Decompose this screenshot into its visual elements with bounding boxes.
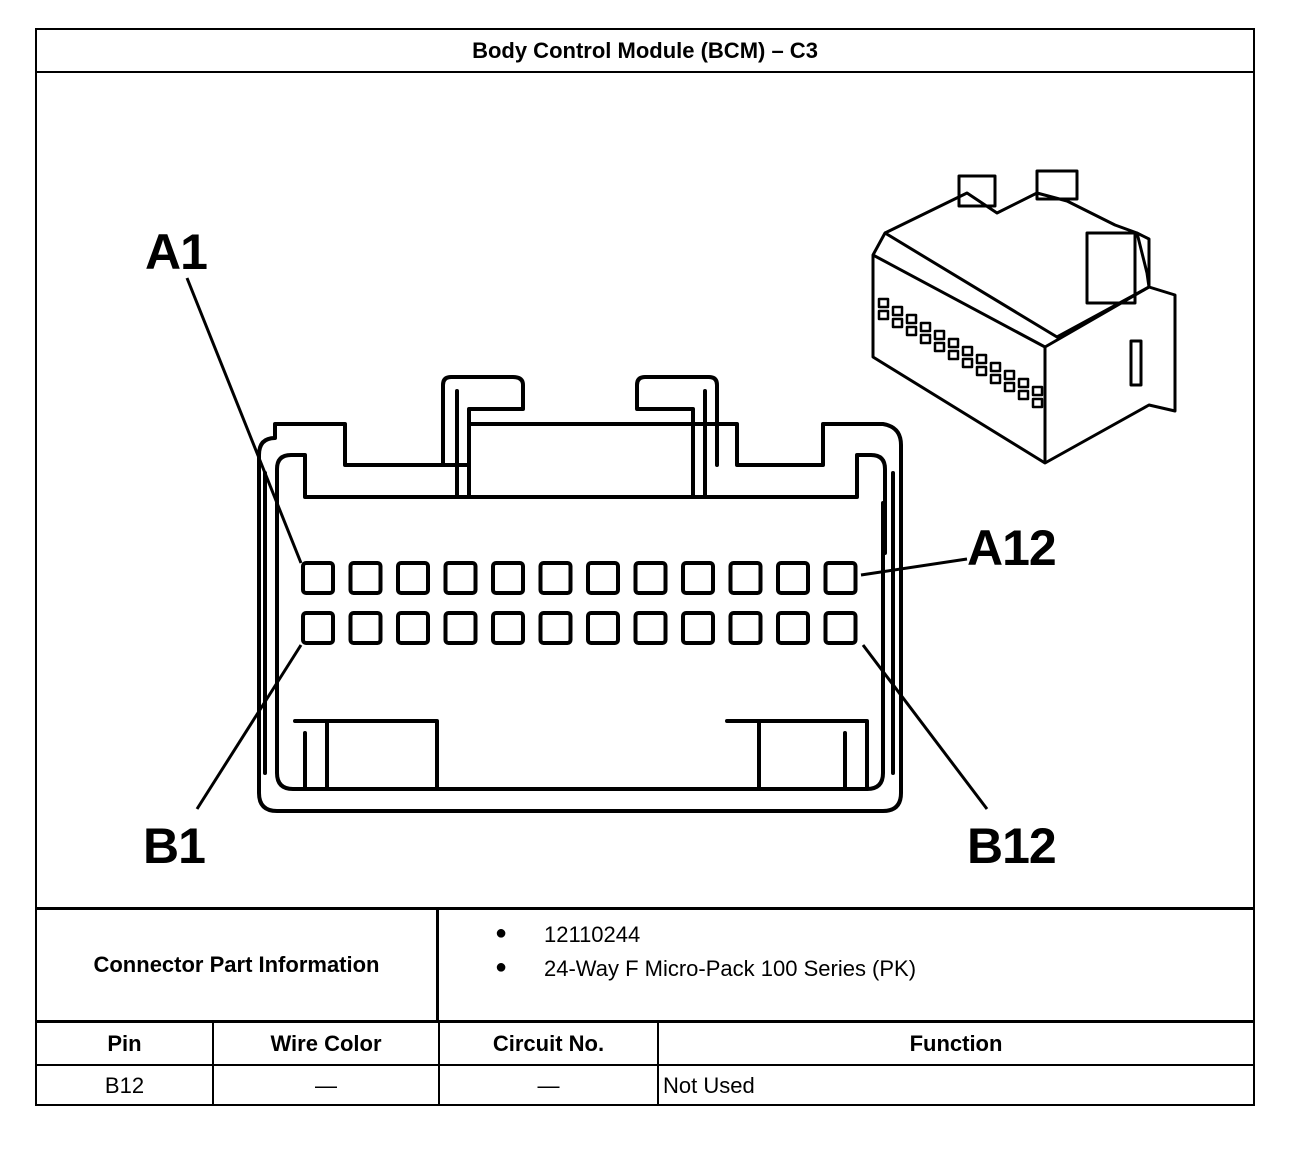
sketch-cavity [877,309,890,321]
sketch-cavity [961,345,974,357]
cavity-a3 [396,561,430,595]
table-header-row: Pin Wire Color Circuit No. Function [37,1023,1253,1066]
sketch-cavity [919,333,932,345]
lock-tab-right [635,375,719,499]
connector-diagram: A1 A12 B1 B12 [37,73,1253,907]
cavity-a9 [681,561,715,595]
cavity-b9 [681,611,715,645]
cavity-b7 [586,611,620,645]
connector-face-drawing [185,169,1177,813]
label-a1: A1 [145,224,208,280]
label-a12: A12 [967,520,1057,576]
header-circuit-no: Circuit No. [438,1023,659,1066]
connector-info-label: Connector Part Information [37,910,439,1020]
cavity-b3 [396,611,430,645]
sketch-cavity [975,353,988,365]
cell-pin: B12 [37,1064,214,1106]
sketch-cavity [905,313,918,325]
cavity-a4 [443,561,478,595]
cavity-b1 [301,611,335,645]
connector-sheet: Body Control Module (BCM) – C3 [35,28,1255,1106]
table-row: B12 — — Not Used [37,1064,1253,1106]
cell-circuit-no: — [438,1064,659,1106]
cavity-a7 [586,561,620,595]
sketch-cavity [989,373,1002,385]
cavity-b4 [443,611,478,645]
cavity-a1 [301,561,335,595]
pin-table: Pin Wire Color Circuit No. Function B12 … [37,1023,1253,1106]
header-function: Function [657,1023,1253,1066]
sketch-cavity [1003,369,1016,381]
leader-b12 [861,644,989,810]
leader-b1 [195,644,303,810]
sketch-cavity [1031,385,1044,397]
cavity-b5 [491,611,525,645]
sketch-cavity [933,341,946,353]
inner-body [275,501,885,791]
cavity-b2 [348,611,383,645]
sketch-cavity [1003,381,1016,393]
sketch-cavity [947,349,960,361]
sketch-cavity [1031,397,1044,409]
bullet-icon: ● [495,922,508,944]
lock-tab-left [441,375,525,499]
cavity-b12 [823,611,858,645]
cavity-row-b [301,611,858,645]
sketch-cavity [1017,377,1030,389]
cavity-a2 [348,561,383,595]
part-number: 12110244 [544,922,641,947]
bullet-icon: ● [495,956,508,978]
housing-outline [257,422,903,813]
cavity-a11 [776,561,810,595]
bottom-key-left [293,719,439,791]
sketch-cavity [989,361,1002,373]
cell-wire-color: — [212,1064,440,1106]
left-post [275,453,887,555]
lock-tab-inner [455,389,707,499]
connector-description: 24-Way F Micro-Pack 100 Series (PK) [544,956,917,981]
header-pin: Pin [37,1023,214,1066]
cavity-b10 [728,611,763,645]
cavity-row-a [301,561,858,595]
cavity-b11 [776,611,810,645]
cavity-a5 [491,561,525,595]
label-b12: B12 [967,818,1057,874]
leader-a12 [860,557,968,577]
sketch-cavity [891,305,904,317]
connector-info-list: ● 12110244 ● 24-Way F Micro-Pack 100 Ser… [439,910,1253,1020]
sketch-cavity [933,329,946,341]
cavity-b8 [633,611,668,645]
connector-part-info: Connector Part Information ● 12110244 ● … [37,907,1253,1023]
sketch-cavity [877,297,890,309]
cavity-a6 [538,561,573,595]
bottom-key-right [725,719,869,791]
cavity-a12 [823,561,858,595]
leader-a1 [185,277,303,564]
sketch-cavity [891,317,904,329]
sketch-cavity [1017,389,1030,401]
sketch-cavity [961,357,974,369]
connector-3d-sketch [871,169,1177,465]
label-b1: B1 [143,818,206,874]
sketch-cavity [975,365,988,377]
sketch-cavity [919,321,932,333]
cavity-a8 [633,561,668,595]
cavity-b6 [538,611,573,645]
cell-function: Not Used [657,1064,1253,1106]
cavity-a10 [728,561,763,595]
sketch-cavity [947,337,960,349]
page-title: Body Control Module (BCM) – C3 [37,30,1253,73]
sketch-cavity [905,325,918,337]
header-wire-color: Wire Color [212,1023,440,1066]
